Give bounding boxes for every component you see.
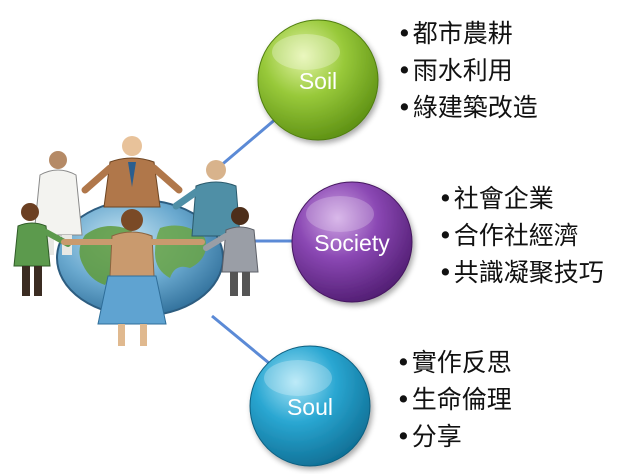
- list-item: 雨水利用: [397, 52, 538, 89]
- connector-soul: [211, 314, 276, 370]
- person: [172, 160, 241, 237]
- person: [203, 207, 259, 296]
- society-bullet-list: 社會企業 合作社經濟 共識凝聚技巧: [438, 180, 604, 291]
- node-soul[interactable]: Soul: [249, 345, 371, 467]
- node-soil-gloss: [272, 34, 340, 70]
- node-soil-label: Soil: [299, 68, 337, 94]
- soil-bullet-list: 都市農耕 雨水利用 綠建築改造: [397, 15, 538, 126]
- list-item: 社會企業: [438, 180, 604, 217]
- list-item: 分享: [396, 418, 512, 455]
- person: [61, 209, 205, 346]
- list-item: 都市農耕: [397, 15, 538, 52]
- hub-illustration: [13, 136, 259, 346]
- list-item: 實作反思: [396, 344, 512, 381]
- node-soul-label: Soul: [287, 394, 333, 420]
- connector-soil: [211, 110, 285, 175]
- node-soil[interactable]: Soil: [257, 19, 379, 141]
- globe-continent: [155, 225, 206, 278]
- person: [81, 136, 183, 208]
- node-soul-gloss: [264, 360, 332, 396]
- list-item: 綠建築改造: [397, 89, 538, 126]
- node-society-label: Society: [314, 230, 390, 256]
- list-item: 共識凝聚技巧: [438, 254, 604, 291]
- node-society-gloss: [306, 196, 374, 232]
- list-item: 生命倫理: [396, 381, 512, 418]
- soul-bullet-list: 實作反思 生命倫理 分享: [396, 344, 512, 455]
- node-society[interactable]: Society: [291, 181, 413, 303]
- list-item: 合作社經濟: [438, 217, 604, 254]
